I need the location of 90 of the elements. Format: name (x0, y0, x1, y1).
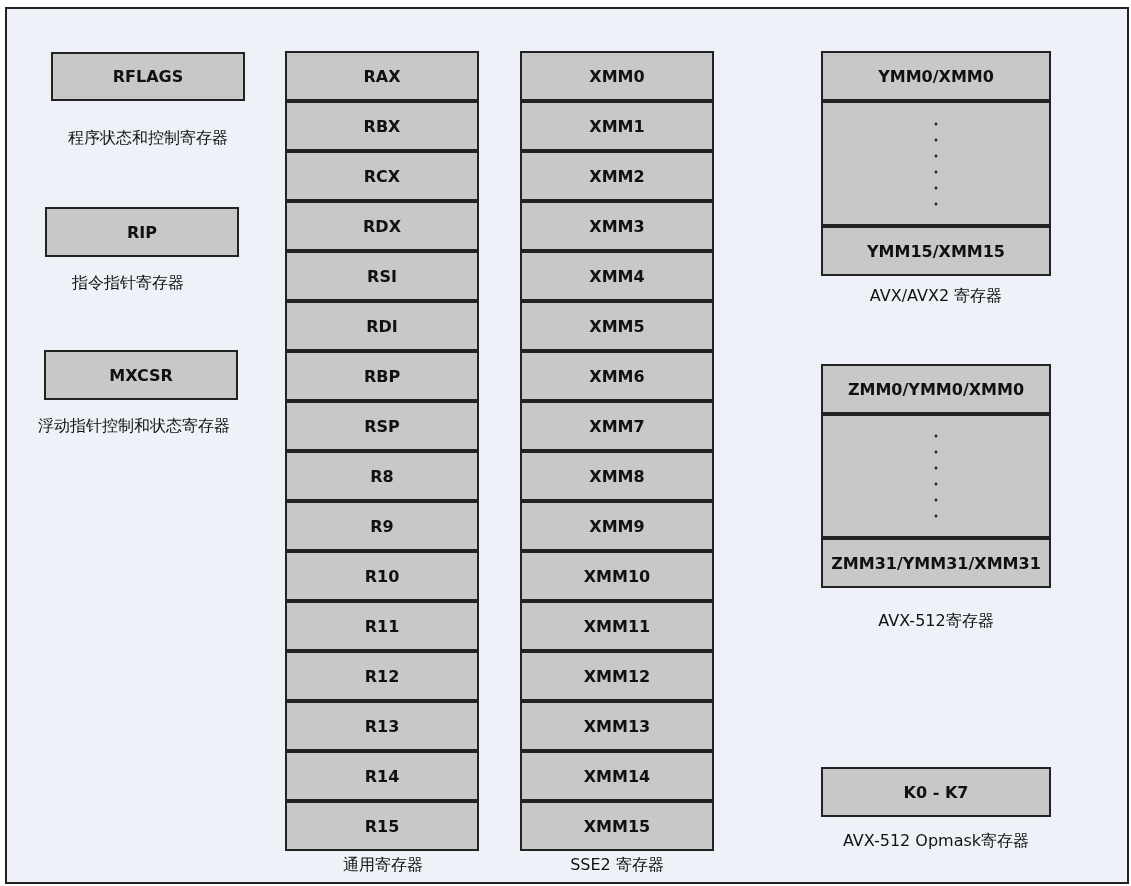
register-name: YMM15/XMM15 (867, 241, 1005, 261)
register-name: RIP (127, 222, 157, 242)
register-box (821, 226, 1051, 276)
register-name: R13 (364, 716, 400, 736)
register-box (821, 364, 1051, 414)
register-name: XMM8 (589, 466, 645, 486)
register-name: R15 (364, 816, 400, 836)
register-name: MXCSR (109, 365, 173, 385)
register-box (285, 451, 479, 501)
register-box (520, 751, 714, 801)
register-box (520, 701, 714, 751)
register-caption: AVX-512 Opmask寄存器 (842, 831, 1030, 852)
register-box (285, 751, 479, 801)
group-caption: AVX-512寄存器 (878, 611, 994, 632)
register-name: R12 (364, 666, 400, 686)
register-box (520, 201, 714, 251)
register-box (821, 767, 1051, 817)
register-box (51, 52, 245, 101)
register-box (821, 538, 1051, 588)
register-name: R14 (364, 766, 400, 786)
register-name: RBX (363, 116, 401, 136)
register-box (520, 451, 714, 501)
register-box (285, 501, 479, 551)
register-name: XMM12 (583, 666, 651, 686)
register-box (285, 151, 479, 201)
register-box (520, 301, 714, 351)
register-name: XMM5 (589, 316, 645, 336)
register-name: XMM7 (589, 416, 645, 436)
register-name: XMM6 (589, 366, 645, 386)
register-name: K0 - K7 (903, 782, 969, 802)
register-name: RCX (363, 166, 401, 186)
group-caption: SSE2 寄存器 (570, 855, 664, 876)
register-name: RSP (364, 416, 400, 436)
register-name: XMM11 (583, 616, 651, 636)
register-name: ZMM31/YMM31/XMM31 (831, 553, 1041, 573)
register-name: XMM15 (583, 816, 651, 836)
register-box (520, 801, 714, 851)
register-caption: 指令指针寄存器 (72, 273, 184, 294)
register-name: XMM9 (589, 516, 645, 536)
register-name: XMM0 (589, 66, 645, 86)
register-box (285, 351, 479, 401)
register-name: R10 (364, 566, 400, 586)
register-box (821, 51, 1051, 101)
group-caption: AVX/AVX2 寄存器 (869, 286, 1003, 307)
register-box (285, 51, 479, 101)
register-name: R8 (370, 466, 394, 486)
register-box (520, 351, 714, 401)
register-box (285, 801, 479, 851)
register-name: R11 (364, 616, 400, 636)
register-box (285, 551, 479, 601)
register-name: RFLAGS (112, 67, 184, 86)
register-box (520, 251, 714, 301)
register-box (520, 401, 714, 451)
register-box (285, 301, 479, 351)
register-name: RSI (367, 266, 397, 286)
register-box (285, 651, 479, 701)
register-name: RDX (363, 216, 401, 236)
register-box (520, 101, 714, 151)
register-box (285, 201, 479, 251)
register-box (45, 207, 239, 257)
register-name: XMM14 (583, 766, 651, 786)
register-name: XMM2 (589, 166, 645, 186)
register-box (44, 350, 238, 400)
register-name: R9 (370, 516, 394, 536)
register-box (285, 251, 479, 301)
register-name: ZMM0/YMM0/XMM0 (847, 379, 1025, 399)
register-box (285, 101, 479, 151)
register-name: RDI (366, 316, 398, 336)
register-box (520, 651, 714, 701)
register-box (520, 551, 714, 601)
register-box (285, 701, 479, 751)
register-box (821, 101, 1051, 226)
register-name: YMM0/XMM0 (878, 66, 994, 86)
register-name: XMM3 (589, 216, 645, 236)
register-name: XMM10 (583, 566, 651, 586)
register-box (285, 601, 479, 651)
group-caption: 通用寄存器 (343, 855, 423, 876)
register-caption: 浮动指针控制和状态寄存器 (38, 416, 230, 437)
register-box (520, 601, 714, 651)
register-name: RAX (363, 66, 401, 86)
register-caption: 程序状态和控制寄存器 (68, 128, 228, 149)
register-box (520, 151, 714, 201)
register-box (285, 401, 479, 451)
register-name: XMM1 (589, 116, 645, 136)
register-name: RBP (363, 366, 401, 386)
register-box (520, 51, 714, 101)
register-box (520, 501, 714, 551)
register-name: XMM13 (583, 716, 651, 736)
register-box (821, 414, 1051, 538)
register-name: XMM4 (589, 266, 645, 286)
